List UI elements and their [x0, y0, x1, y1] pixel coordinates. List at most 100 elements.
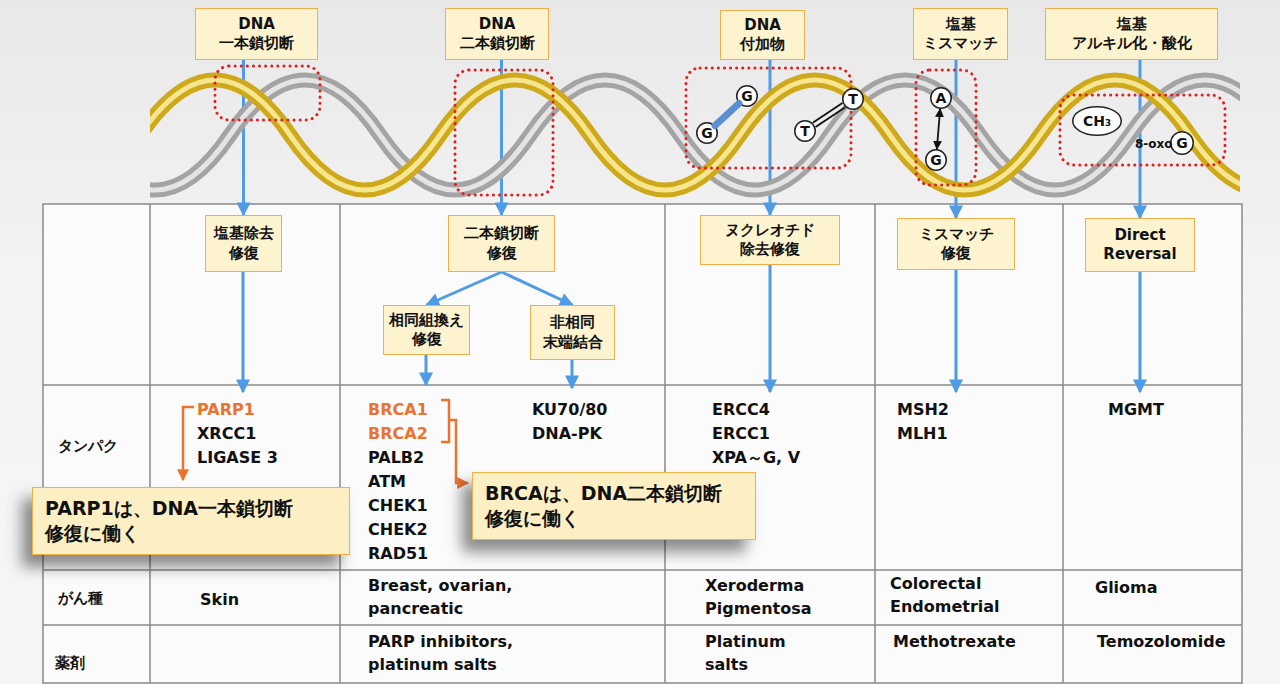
protein-name: DNA-PK: [532, 422, 602, 445]
gold-strand: [150, 80, 1240, 190]
text-group: DNA 付加物: [740, 16, 785, 55]
cancer-type: Colorectal Endometrial: [890, 572, 1000, 618]
text-group: 非相同 末端結合: [543, 313, 603, 352]
table-frame: [43, 204, 1242, 683]
text-group: ミスマッチ 修復: [919, 225, 994, 264]
text-group: PARP1は、DNA一本鎖切断 修復に働く: [45, 496, 293, 545]
text-line: salts: [705, 653, 786, 676]
protein-name: XRCC1: [197, 422, 256, 445]
text-line: 相同組換え: [389, 311, 464, 331]
text-line: Reversal: [1103, 245, 1176, 265]
connector-line: [242, 60, 245, 215]
arrow-connector: [502, 272, 573, 305]
node-text: G: [1176, 134, 1188, 152]
text-group: T: [848, 90, 858, 108]
protein-name: MSH2: [897, 398, 949, 421]
node-text: 相同組換え 修復: [389, 311, 464, 350]
connector-line: [955, 60, 958, 218]
callout-box: PARP1は、DNA一本鎖切断 修復に働く: [32, 487, 350, 555]
text-line: 塩基: [923, 15, 998, 35]
protein-name: RAD51: [368, 542, 428, 565]
circle-shape: [1073, 107, 1122, 136]
table-column-line: [664, 204, 666, 683]
arrow-connector: [427, 272, 502, 305]
table-column-line: [339, 204, 341, 683]
connector-line: [715, 103, 739, 125]
text-line: A: [936, 89, 947, 107]
protein-name: MLH1: [897, 422, 948, 445]
grey-strand-highlight: [150, 80, 1240, 190]
connector-line: [427, 272, 502, 305]
text-line: G: [741, 87, 753, 105]
text-line: 除去修復: [725, 240, 815, 260]
text-line: 二本鎖切断: [460, 34, 535, 54]
node-text: A: [936, 89, 947, 107]
crosslink-bond: [715, 103, 739, 125]
protein-name: KU70/80: [532, 398, 607, 421]
text-group: G: [741, 87, 753, 105]
text-line: DNA: [219, 15, 294, 35]
repair-pathway-box: 塩基除去 修復: [205, 215, 282, 272]
text-line: Pigmentosa: [705, 597, 812, 620]
text-line: 二本鎖切断: [464, 224, 539, 244]
text-group: 二本鎖切断 修復: [464, 224, 539, 263]
damage-type-box: DNA 付加物: [720, 10, 805, 60]
damage-region: [215, 66, 320, 120]
damage-region: [916, 70, 976, 185]
table-row-line: [43, 569, 1242, 571]
text-line: 塩基除去: [214, 224, 274, 244]
text-line: 塩基: [1072, 15, 1192, 35]
text-group: DNA 一本鎖切断: [219, 15, 294, 54]
text-line: T: [800, 122, 810, 140]
text-group: A: [936, 89, 947, 107]
double-bond: [813, 103, 845, 127]
text-line: 付加物: [740, 35, 785, 55]
text-line: ミスマッチ: [923, 34, 998, 54]
base-circle: T: [842, 88, 864, 110]
drug-name: Methotrexate: [893, 630, 1016, 653]
protein-name: PALB2: [368, 446, 424, 469]
text-line: Xeroderma: [705, 574, 812, 597]
text-line: Endometrial: [890, 595, 1000, 618]
cancer-type: Skin: [200, 588, 239, 611]
text-group: BRCAは、DNA二本鎖切断 修復に働く: [485, 481, 722, 530]
arrow-connector: [956, 60, 957, 218]
repair-pathway-box: 二本鎖切断 修復: [448, 215, 555, 272]
text-line: CH₃: [1083, 112, 1111, 130]
text-line: Direct: [1103, 226, 1176, 246]
protein-name: PARP1: [197, 398, 255, 421]
pathway-arrow: [1139, 272, 1142, 392]
text-group: G: [930, 151, 942, 169]
base-prefix: 8-oxo: [1135, 136, 1173, 152]
helix-strands: [150, 80, 1240, 190]
damage-type-box: 塩基 アルキル化・酸化: [1045, 8, 1218, 60]
text-group: DNA 二本鎖切断: [460, 15, 535, 54]
text-group: G: [701, 124, 713, 142]
node-text: 塩基 ミスマッチ: [923, 15, 998, 54]
text-group: G: [1176, 134, 1188, 152]
text-group: 塩基 アルキル化・酸化: [1072, 15, 1192, 54]
pairing-arrow: [937, 109, 940, 149]
base-circle: T: [794, 120, 816, 142]
pathway-arrow: [955, 270, 958, 392]
row-header: 薬剤: [55, 652, 85, 675]
text-line: Colorectal: [890, 572, 1000, 595]
gold-strand-highlight: [150, 80, 1240, 190]
protein-name: BRCA2: [368, 422, 428, 445]
node-text: 非相同 末端結合: [543, 313, 603, 352]
connector-line: [500, 60, 503, 215]
text-line: DNA: [740, 16, 785, 36]
circle-shape: [795, 121, 816, 142]
node-text: G: [701, 124, 713, 142]
text-line: ヌクレオチド: [725, 221, 815, 241]
drug-name: Platinum salts: [705, 630, 786, 676]
text-group: 塩基 ミスマッチ: [923, 15, 998, 54]
damage-type-box: DNA 二本鎖切断: [445, 8, 549, 60]
text-line: 末端結合: [543, 333, 603, 353]
repair-pathway-box: 非相同 末端結合: [530, 305, 615, 360]
callout-bracket: [441, 400, 468, 483]
